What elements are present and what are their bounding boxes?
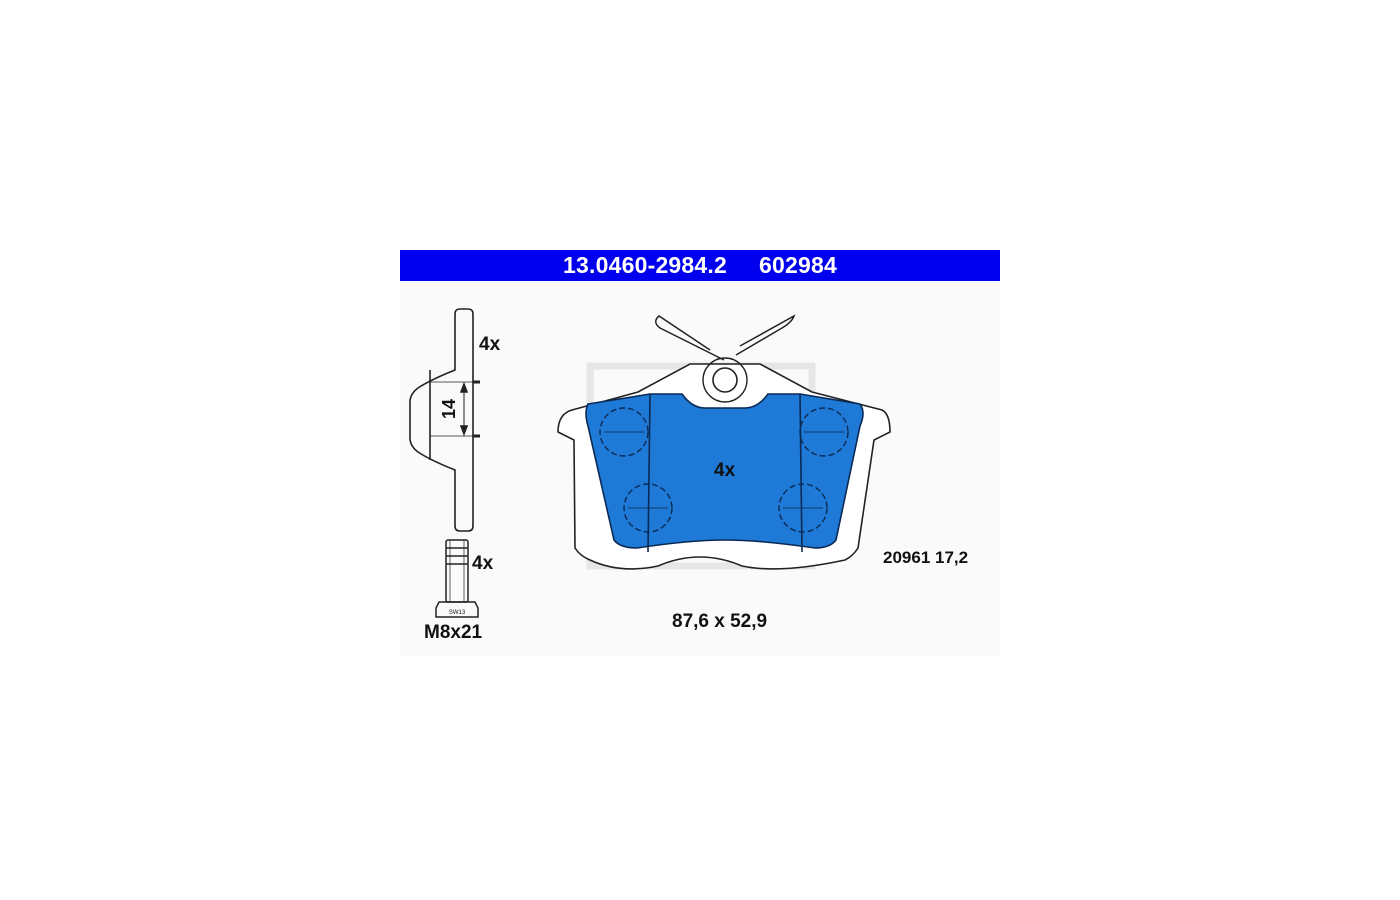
part-number: 13.0460-2984.2 [563,252,727,278]
spring-clip [655,314,796,361]
brake-pad-drawing [557,314,891,570]
bolt-wrench-size: SW13 [449,610,466,616]
pad-reference: 20961 17,2 [883,548,969,567]
bolt-quantity: 4x [472,553,494,574]
clip-dimension: 14 [439,399,459,419]
clip-drawing [409,308,480,532]
pivot-hole [712,367,738,393]
header-bar: 13.0460-2984.2 602984 [400,250,1000,281]
bolt-drawing [435,539,479,618]
friction-lining [585,393,864,549]
pad-quantity: 4x [714,460,736,481]
article-number: 602984 [759,252,837,278]
clip-quantity: 4x [479,334,501,355]
bolt-thread-size: M8x21 [424,622,483,643]
pad-dimensions: 87,6 x 52,9 [672,611,768,632]
locating-circles [599,407,849,533]
